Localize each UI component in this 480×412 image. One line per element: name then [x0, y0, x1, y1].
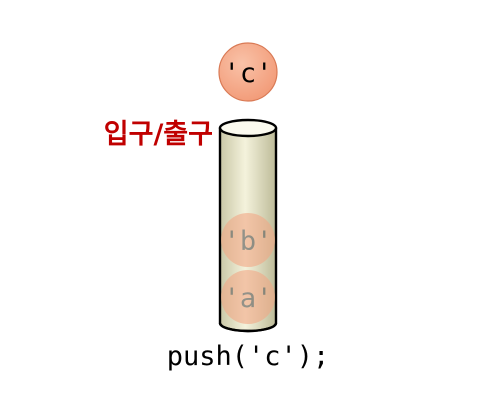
stack-ball-a: 'a'	[221, 270, 275, 324]
tube-bottom-rim	[218, 322, 278, 333]
operation-code: push('c');	[167, 341, 330, 372]
incoming-ball-label: 'c'	[224, 58, 273, 89]
incoming-ball: 'c'	[218, 42, 278, 102]
stack-ball-b-label: 'b'	[224, 226, 273, 257]
entrance-exit-label: 입구/출구	[104, 119, 213, 150]
tube-opening	[218, 118, 278, 138]
stack-ball-a-label: 'a'	[224, 283, 273, 314]
stack-ball-b: 'b'	[221, 213, 275, 267]
